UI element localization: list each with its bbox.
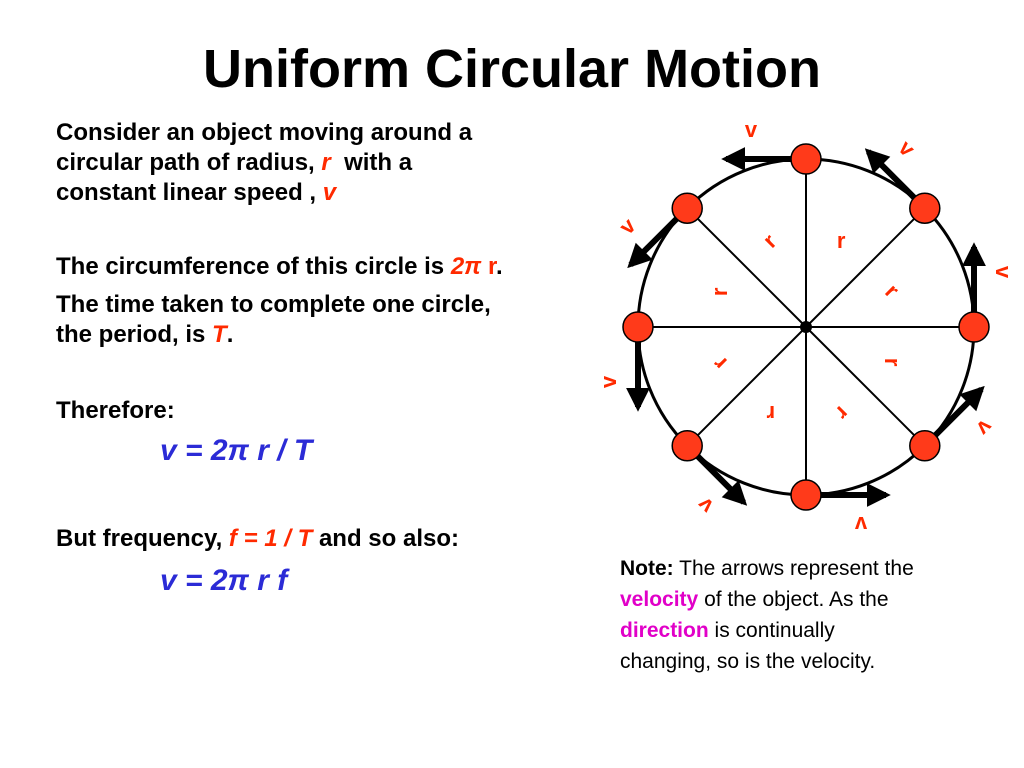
circumference-statement: The circumference of this circle is 2π r… xyxy=(56,253,503,280)
object-ball xyxy=(671,430,703,462)
speed-symbol: v xyxy=(322,179,337,206)
velocity-label: v xyxy=(991,266,1010,279)
frequency-formula: f = 1 / T xyxy=(228,525,313,552)
velocity-label: v xyxy=(614,212,641,239)
intro-paragraph: Consider an object moving around a circu… xyxy=(56,118,596,208)
radius-label: r xyxy=(758,229,782,253)
radius-line xyxy=(805,326,926,447)
equation-period: v = 2π r / T xyxy=(160,434,313,467)
period-symbol: T xyxy=(212,321,227,348)
slide-title: Uniform Circular Motion xyxy=(203,39,821,99)
velocity-label: v xyxy=(745,117,758,142)
velocity-label: v xyxy=(854,512,867,537)
frequency-statement: But frequency, f = 1 / T and so also: xyxy=(56,525,459,552)
equation-frequency: v = 2π r f xyxy=(160,564,288,597)
velocity-label: v xyxy=(691,492,718,519)
object-ball xyxy=(622,311,654,343)
object-ball xyxy=(958,311,990,343)
object-ball xyxy=(671,192,703,224)
radius-label: r xyxy=(708,351,732,375)
radius-label: r xyxy=(880,279,904,303)
radius-label: r xyxy=(837,228,846,253)
intro-line-2: circular path of radius, xyxy=(56,149,315,176)
moving-objects xyxy=(622,143,990,511)
note-label: Note: xyxy=(620,557,674,580)
object-ball xyxy=(909,430,941,462)
radius-label: r xyxy=(880,358,905,367)
radius-line xyxy=(686,326,807,447)
radius-label: r xyxy=(707,287,732,296)
object-ball xyxy=(909,192,941,224)
radius-label: r xyxy=(830,401,854,425)
radius-line xyxy=(686,207,807,328)
radius-line xyxy=(805,207,926,328)
velocity-label: v xyxy=(971,415,998,442)
circle-center xyxy=(800,321,812,333)
radius-lines xyxy=(638,159,974,495)
period-statement: The time taken to complete one circle, t… xyxy=(56,291,491,348)
velocity-label: v xyxy=(596,375,621,388)
intro-line-3: constant linear speed , xyxy=(56,179,317,206)
intro-line-2-post: with a xyxy=(344,149,413,176)
intro-line-1: Consider an object moving around a xyxy=(56,119,473,146)
radius-label: r xyxy=(766,401,775,426)
circumference-r: r xyxy=(487,253,496,280)
direction-highlight: direction xyxy=(620,619,709,642)
object-ball xyxy=(790,479,822,511)
therefore-label: Therefore: xyxy=(56,397,175,424)
velocity-label: v xyxy=(894,135,921,162)
object-ball xyxy=(790,143,822,175)
velocity-highlight: velocity xyxy=(620,588,699,611)
velocity-note: Note: The arrows represent the velocity … xyxy=(620,557,914,673)
two-pi-symbol: 2π xyxy=(450,253,482,280)
radius-symbol: r xyxy=(321,149,331,176)
circular-motion-diagram: v v v v v v v v r r r r r r r r xyxy=(596,117,1010,537)
